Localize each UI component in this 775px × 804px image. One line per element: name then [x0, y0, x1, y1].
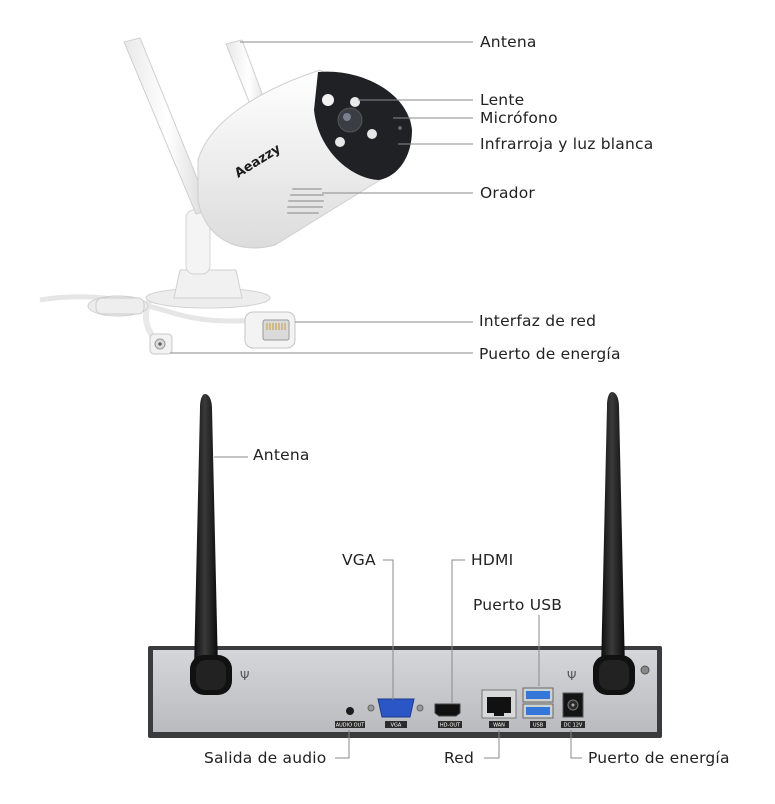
- callout-speaker: Orador: [480, 184, 535, 202]
- audio-out-port: AUDIO OUT: [335, 707, 365, 729]
- hdmi-caption: HD-OUT: [440, 723, 461, 729]
- microphone-hole: [398, 126, 402, 130]
- ir-led: [350, 97, 360, 107]
- callout-microphone: Micrófono: [480, 109, 558, 127]
- hdmi-port: HD-OUT: [434, 703, 462, 729]
- nvr-antenna-left: [190, 394, 232, 695]
- callout-audio-out: Salida de audio: [204, 749, 327, 767]
- callout-vga: VGA: [342, 551, 376, 569]
- callout-camera-antenna: Antena: [480, 33, 537, 51]
- callout-nvr-power-port: Puerto de energía: [588, 749, 730, 767]
- audio-out-caption: AUDIO OUT: [336, 723, 366, 729]
- vga-caption: VGA: [391, 723, 402, 729]
- speaker-grill: [287, 188, 324, 214]
- nvr-antenna-right: [593, 392, 635, 695]
- dc-caption: DC 12V: [564, 723, 583, 729]
- callout-lens: Lente: [480, 91, 525, 109]
- ir-led: [367, 129, 377, 139]
- camera-cable: [39, 294, 261, 324]
- callout-network: Red: [444, 749, 475, 767]
- nvr: Ψ Ψ AUDIO OUT VGA HD-OUT WAN: [148, 392, 662, 738]
- wan-caption: WAN: [493, 723, 505, 729]
- camera-power-jack: [149, 333, 173, 355]
- camera-leader-lines: [170, 41, 473, 354]
- wan-port: WAN: [481, 689, 517, 729]
- callout-hdmi: HDMI: [471, 551, 514, 569]
- callout-network-interface: Interfaz de red: [479, 312, 597, 330]
- svg-text:Ψ: Ψ: [240, 669, 249, 683]
- ir-led: [335, 137, 345, 147]
- callout-usb: Puerto USB: [473, 596, 563, 614]
- nvr-leader-lines: [214, 456, 582, 759]
- dc-power-port: DC 12V: [561, 692, 585, 729]
- camera-rj45-connector: [244, 311, 296, 349]
- usb-ports: USB: [522, 687, 554, 729]
- camera: Aeazzy: [39, 37, 412, 355]
- ir-led: [322, 94, 334, 106]
- callout-camera-power-port: Puerto de energía: [479, 345, 621, 363]
- vga-port: VGA: [367, 698, 424, 729]
- lens: [337, 107, 363, 133]
- nvr-rear-panel: [153, 650, 657, 732]
- camera-front: [314, 71, 412, 180]
- usb-caption: USB: [533, 723, 544, 729]
- callout-ir-white-light: Infrarroja y luz blanca: [480, 135, 654, 153]
- svg-text:Ψ: Ψ: [567, 669, 576, 683]
- ground-screw: [640, 665, 650, 675]
- callout-nvr-antenna: Antena: [253, 446, 310, 464]
